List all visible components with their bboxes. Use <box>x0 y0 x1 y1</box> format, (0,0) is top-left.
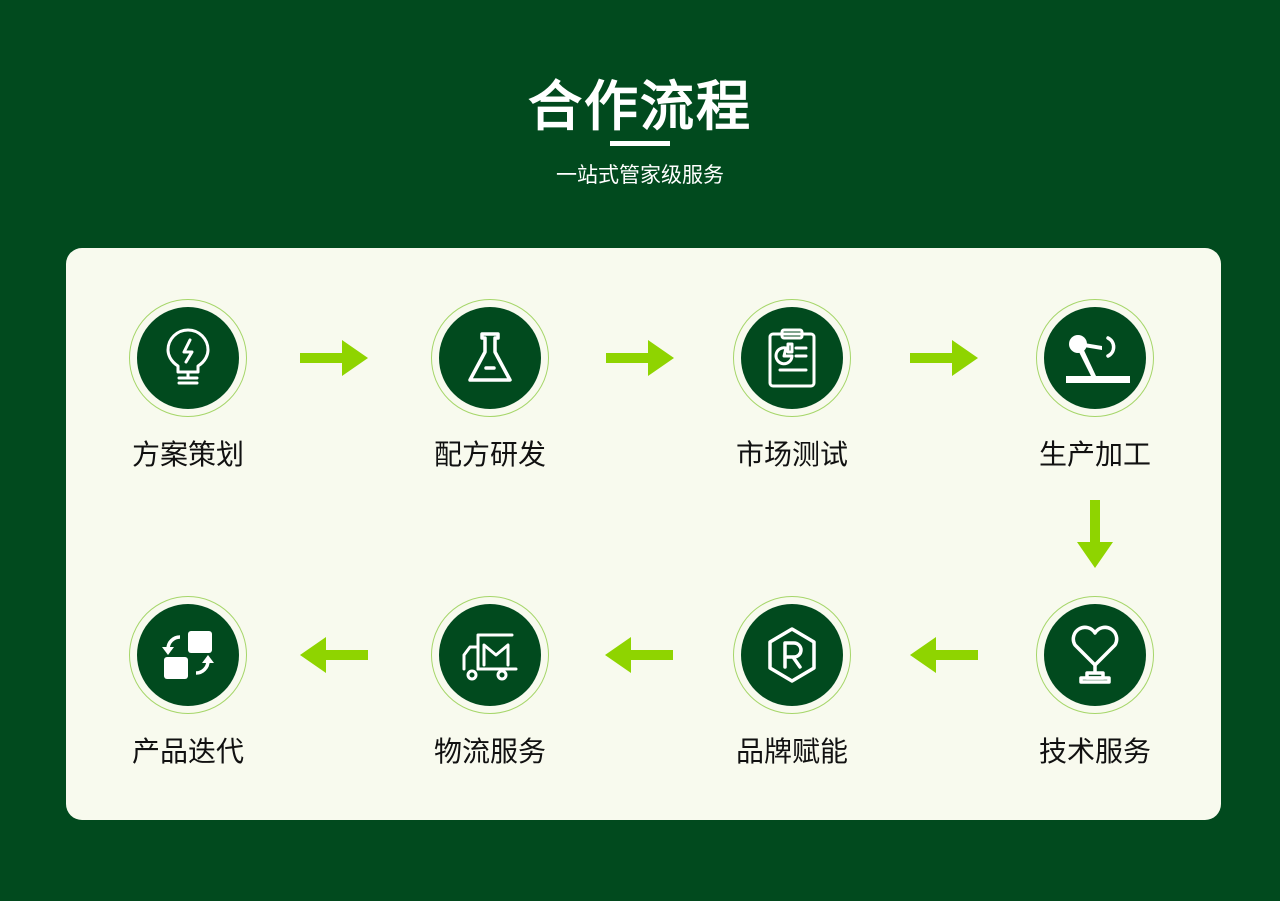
step-iterate: 产品迭代 <box>88 596 288 770</box>
step-label: 品牌赋能 <box>735 735 848 768</box>
step-label: 物流服务 <box>433 735 546 768</box>
arrow-left-icon <box>910 637 978 673</box>
arrow-left-icon <box>300 637 368 673</box>
arrow-left-icon <box>605 637 673 673</box>
step-label: 产品迭代 <box>131 735 244 768</box>
page-subtitle: 一站式管家级服务 <box>556 163 724 187</box>
arrow-right-icon <box>910 340 978 376</box>
step-formula: 配方研发 <box>390 299 590 473</box>
iterate-icon <box>162 631 214 679</box>
process-card <box>66 248 1221 820</box>
step-production: 生产加工 <box>995 299 1195 473</box>
clipboard-chart-icon <box>768 328 816 388</box>
page-title: 合作流程 <box>528 75 752 138</box>
flask-icon <box>468 332 512 382</box>
step-label: 生产加工 <box>1038 438 1151 471</box>
title-divider <box>610 141 670 146</box>
truck-icon <box>462 633 518 681</box>
step-plan: 方案策划 <box>88 299 288 473</box>
arrow-right-icon <box>606 340 674 376</box>
arrow-down-icon <box>1077 500 1113 568</box>
step-label: 市场测试 <box>735 438 848 471</box>
registered-icon <box>768 627 816 683</box>
step-brand: 品牌赋能 <box>692 596 892 770</box>
step-test: 市场测试 <box>692 299 892 473</box>
step-label: 技术服务 <box>1038 735 1151 768</box>
step-label: 方案策划 <box>131 438 244 471</box>
step-tech: 技术服务 <box>995 596 1195 770</box>
step-logistics: 物流服务 <box>390 596 590 770</box>
arrow-right-icon <box>300 340 368 376</box>
heart-stand-icon <box>1071 625 1119 684</box>
robot-arm-icon <box>1066 335 1130 383</box>
lightbulb-icon <box>166 328 210 385</box>
step-label: 配方研发 <box>433 438 546 471</box>
